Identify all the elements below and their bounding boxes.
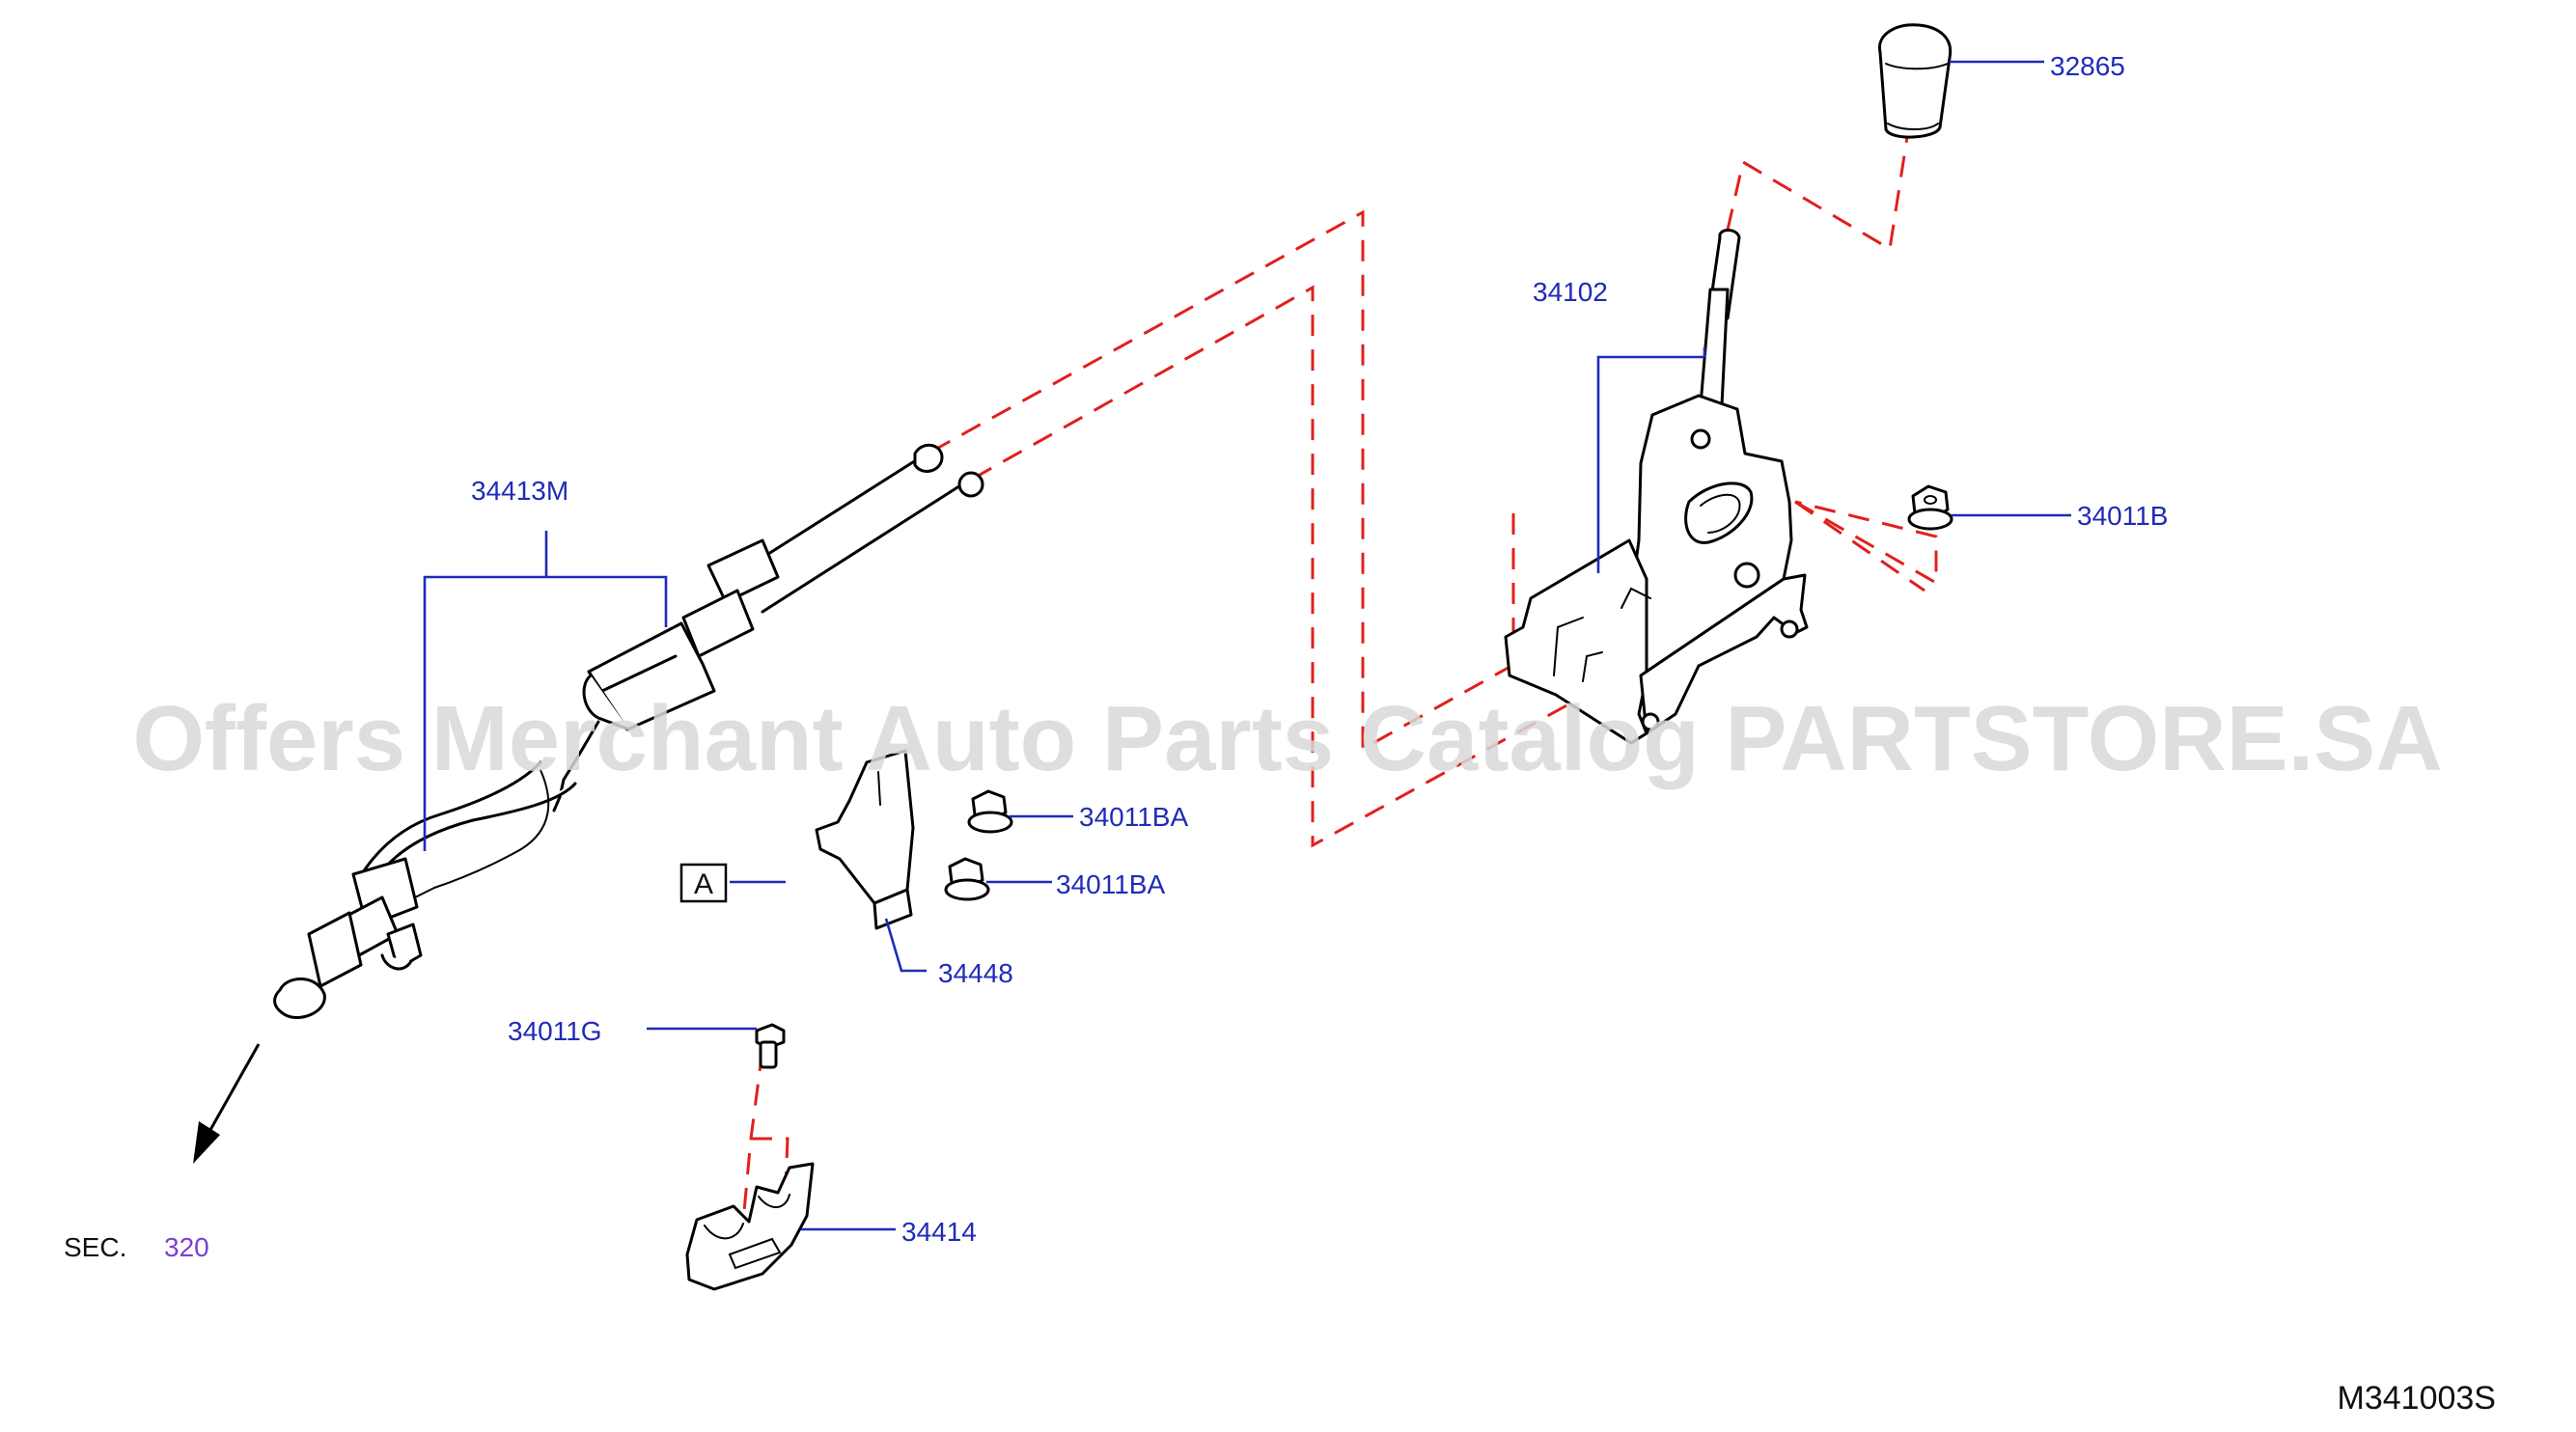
callout-34102[interactable]: 34102 (1533, 277, 1608, 307)
drawing-code: M341003S (2338, 1380, 2496, 1417)
flange-nut-34011BA-upper (967, 789, 1013, 834)
callout-34413M[interactable]: 34413M (471, 476, 568, 506)
flange-nut-34011BA-lower (944, 857, 990, 901)
callout-34011G[interactable]: 34011G (508, 1016, 602, 1046)
view-reference-box: A (679, 863, 728, 903)
section-prefix: SEC. (64, 1232, 126, 1262)
callout-leaders (423, 60, 2071, 1231)
section-number-link[interactable]: 320 (164, 1232, 209, 1262)
section-arrow (193, 1043, 261, 1164)
callout-34011B[interactable]: 34011B (2077, 501, 2168, 531)
cable-holder (685, 1162, 815, 1291)
watermark-text: Offers Merchant Auto Parts Catalog PARTS… (132, 687, 2442, 790)
callout-34011BA-upper[interactable]: 34011BA (1079, 802, 1188, 832)
shift-knob (1878, 23, 1953, 139)
shifter-assembly (1504, 229, 1809, 745)
callout-labels: 32865 34102 34011B 34413M 34011BA 34011B… (471, 51, 2168, 1247)
section-reference: SEC. 320 (64, 1232, 209, 1262)
assembly-guide-lines (741, 136, 1938, 1223)
callout-34414[interactable]: 34414 (901, 1217, 977, 1247)
view-reference-label: A (694, 868, 713, 900)
control-cable-assembly (273, 443, 984, 1020)
bolt-34011G (755, 1023, 786, 1069)
cable-bracket (815, 749, 915, 930)
callout-34448[interactable]: 34448 (938, 958, 1013, 988)
callout-34011BA-lower[interactable]: 34011BA (1056, 869, 1165, 899)
flange-nut-34011B (1907, 484, 1953, 531)
callout-32865[interactable]: 32865 (2050, 51, 2125, 81)
